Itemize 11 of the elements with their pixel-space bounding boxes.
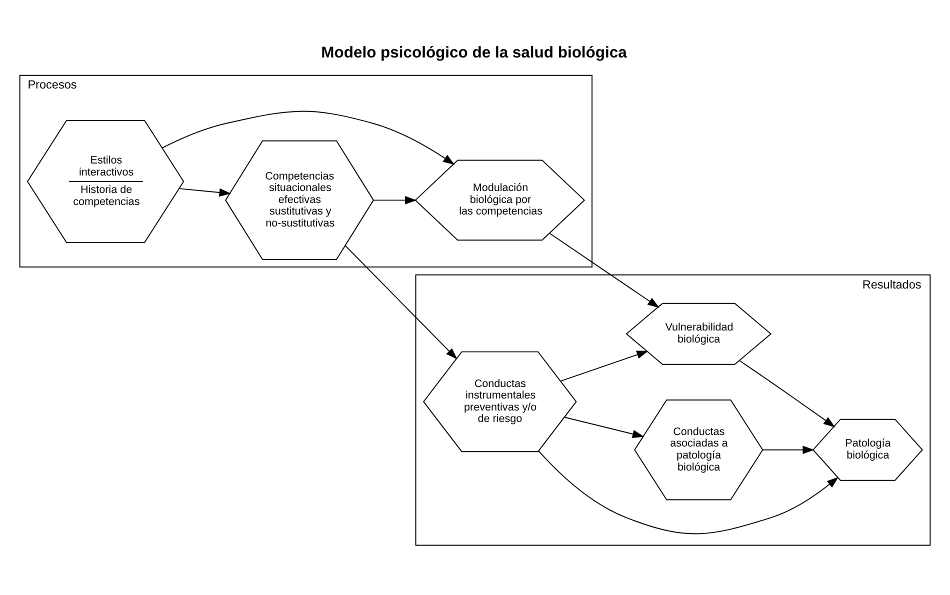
arrow	[739, 360, 836, 428]
arrow	[564, 416, 644, 438]
arrow	[344, 245, 458, 360]
arrow	[178, 188, 232, 197]
arrow	[538, 450, 839, 534]
arrow	[762, 446, 815, 454]
arrow	[162, 110, 455, 165]
arrow	[549, 232, 660, 308]
diagram-title: Modelo psicológico de la salud biológica	[321, 44, 627, 62]
arrow	[560, 350, 648, 382]
arrow	[373, 196, 417, 204]
